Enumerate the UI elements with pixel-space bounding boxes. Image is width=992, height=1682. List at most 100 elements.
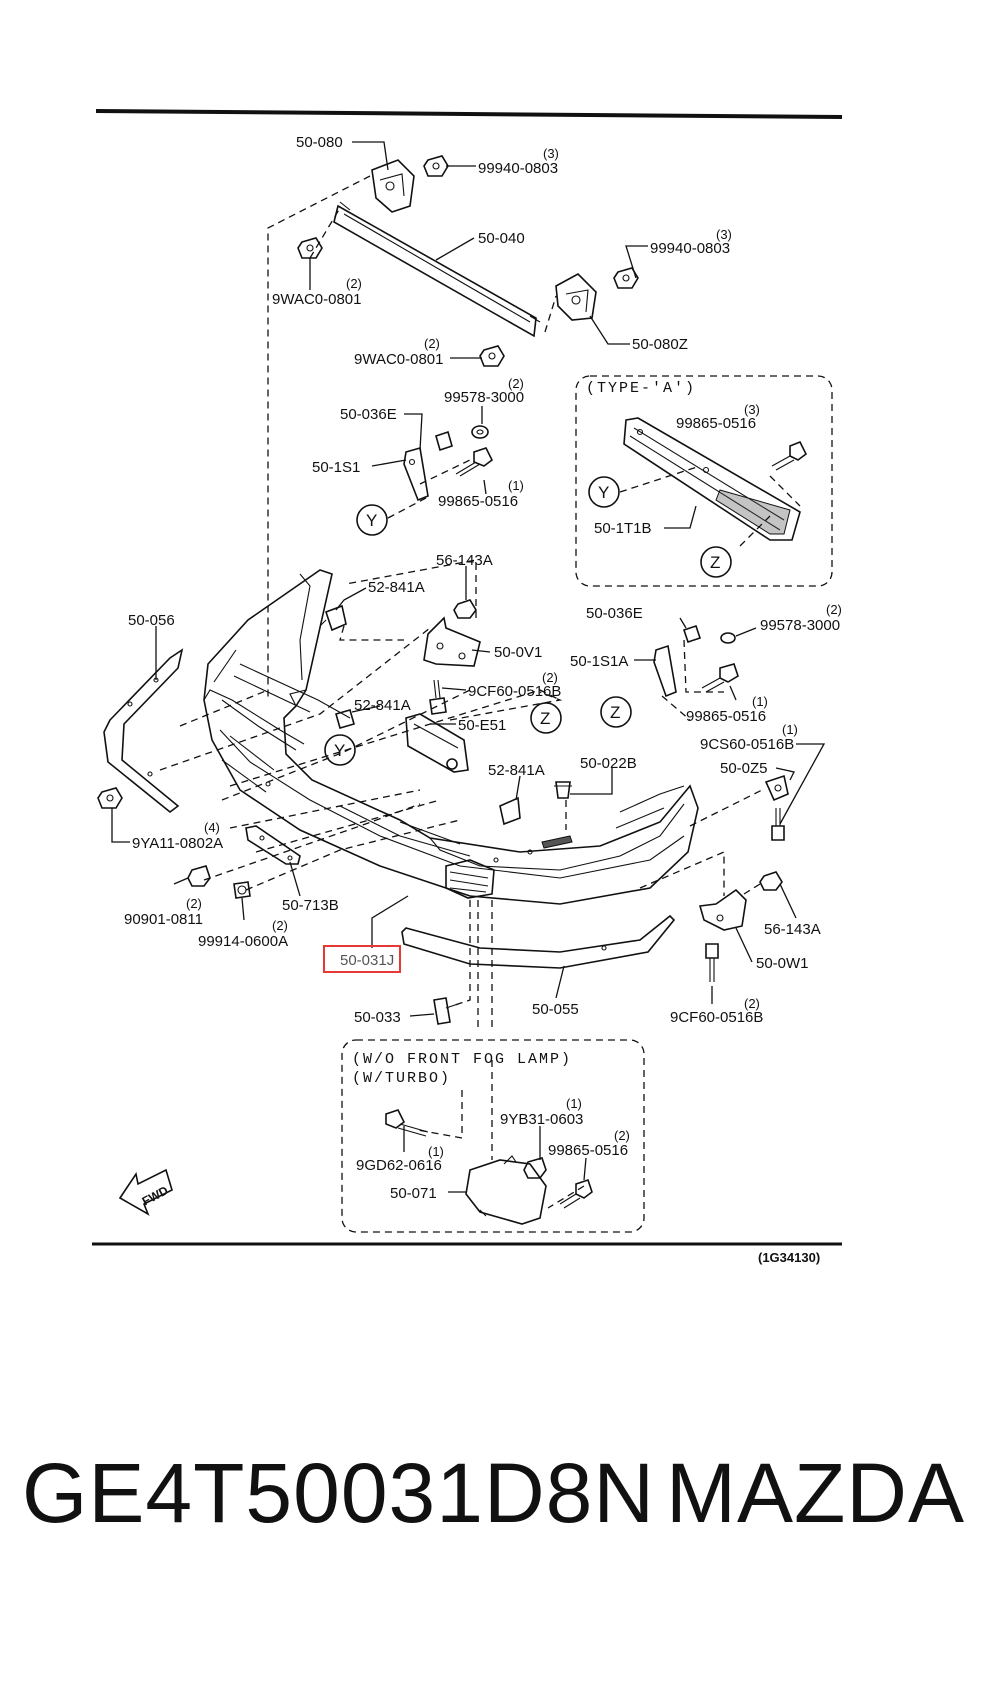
callout-qty: (1) bbox=[508, 478, 524, 493]
callout-50-055: 50-055 bbox=[532, 1001, 579, 1018]
washer-right bbox=[720, 632, 736, 644]
callout-50-1t1b: 50-1T1B bbox=[594, 520, 652, 537]
callout-qty: (2) bbox=[346, 276, 362, 291]
bracket-50-0v1 bbox=[423, 616, 481, 667]
clip-52-841a-top bbox=[319, 604, 347, 632]
clip-52-841a-low bbox=[499, 796, 521, 826]
bracket-left bbox=[371, 159, 415, 213]
screw-left bbox=[455, 447, 494, 477]
dash-guide-left bbox=[267, 175, 371, 700]
dash-guide bbox=[449, 691, 563, 721]
part-number: GE4T50031D8N bbox=[22, 1446, 656, 1540]
exploded-parts-diagram: (1G34130) 50 bbox=[92, 109, 843, 1265]
leader bbox=[111, 808, 130, 843]
callout-qty: (2) bbox=[744, 996, 760, 1011]
type-a-box bbox=[575, 375, 833, 587]
clip-50-0z5 bbox=[764, 774, 789, 802]
leader bbox=[583, 1157, 587, 1181]
callout-qty: (1) bbox=[428, 1144, 444, 1159]
callout-50-080: 50-080 bbox=[296, 134, 343, 151]
highlight-box bbox=[323, 945, 401, 973]
leader bbox=[352, 141, 389, 171]
callout-9yb31-0603: 9YB31-0603 bbox=[500, 1111, 583, 1128]
reinforcement-bar bbox=[333, 201, 541, 338]
callout-52-841a: 52-841A bbox=[354, 697, 411, 714]
clip-52-841a-mid bbox=[335, 709, 355, 729]
screw-9cf60-bottom bbox=[705, 943, 719, 982]
callout-50-056: 50-056 bbox=[128, 612, 175, 629]
callout-99865-0516: 99865-0516 bbox=[438, 493, 518, 510]
callout-9cf60-0516b: 9CF60-0516B bbox=[670, 1009, 763, 1026]
callout-qty: (2) bbox=[614, 1128, 630, 1143]
leader bbox=[679, 617, 687, 629]
washer-left bbox=[471, 425, 489, 439]
leader bbox=[729, 685, 737, 701]
ref-circle-y-label: Y bbox=[334, 741, 345, 760]
dash-guide bbox=[619, 465, 701, 493]
dash-guide bbox=[345, 559, 477, 618]
callout-50-071: 50-071 bbox=[390, 1185, 437, 1202]
screw-right bbox=[701, 663, 739, 693]
callout-qty: (4) bbox=[204, 820, 220, 835]
leader bbox=[570, 768, 613, 795]
screw-9cs60 bbox=[771, 808, 785, 841]
fog-cover-50-071 bbox=[465, 1155, 547, 1225]
nut-top bbox=[423, 155, 449, 177]
callout-9ya11-0802a: 9YA11-0802A bbox=[132, 835, 223, 852]
fog-box-title-line2: (W/TURBO) bbox=[352, 1070, 451, 1087]
callout-9gd62-0616: 9GD62-0616 bbox=[356, 1157, 442, 1174]
dash-guide bbox=[255, 799, 441, 853]
ref-circle-y-label: Y bbox=[598, 483, 609, 502]
ref-circle-z bbox=[700, 546, 732, 578]
callout-qty: (1) bbox=[752, 694, 768, 709]
leader bbox=[515, 775, 521, 801]
dash-guide bbox=[229, 689, 561, 787]
leader bbox=[351, 705, 381, 713]
leader bbox=[589, 315, 630, 345]
bracket-50-0w1 bbox=[698, 888, 747, 931]
dash-guide bbox=[743, 883, 761, 895]
callout-52-841a: 52-841A bbox=[488, 762, 545, 779]
leader bbox=[371, 895, 409, 948]
callout-50-031j: 50-031J bbox=[340, 952, 394, 969]
dash-guide bbox=[547, 1185, 585, 1209]
fwd-label: FWD bbox=[140, 1183, 171, 1208]
dash-guide bbox=[229, 789, 421, 829]
callout-50-040: 50-040 bbox=[478, 230, 525, 247]
dash-guide bbox=[639, 851, 725, 896]
leader bbox=[335, 587, 367, 611]
callout-9wac0-0801: 9WAC0-0801 bbox=[354, 351, 444, 368]
leader bbox=[779, 743, 826, 825]
ref-circle-z bbox=[600, 696, 632, 728]
dash-guide bbox=[159, 627, 431, 771]
dash-guide bbox=[451, 900, 471, 1007]
callout-50-022b: 50-022B bbox=[580, 755, 637, 772]
callout-qty: (3) bbox=[716, 227, 732, 242]
callout-9cf60-0516b: 9CF60-0516B bbox=[468, 683, 561, 700]
leader bbox=[173, 877, 189, 885]
dash-guide bbox=[419, 459, 471, 485]
leader bbox=[625, 245, 648, 279]
ref-circle-z-label: Z bbox=[540, 709, 550, 728]
callout-90901-0811: 90901-0811 bbox=[124, 911, 203, 928]
side-bracket-right bbox=[653, 644, 677, 698]
leader bbox=[775, 767, 795, 781]
side-bracket-left bbox=[403, 446, 429, 502]
type-a-title: (TYPE-'A') bbox=[586, 380, 696, 397]
callout-qty: (3) bbox=[744, 402, 760, 417]
ref-circle-y bbox=[356, 504, 388, 536]
clip-50-033 bbox=[433, 997, 459, 1025]
fwd-arrow-icon: FWD bbox=[118, 1168, 173, 1216]
dash-guide bbox=[339, 625, 404, 641]
leader bbox=[441, 687, 467, 691]
leader bbox=[555, 965, 565, 999]
nut-mid bbox=[479, 345, 505, 367]
callout-qty: (3) bbox=[543, 146, 559, 161]
grille-type-a bbox=[623, 417, 801, 541]
leader bbox=[241, 897, 245, 921]
dash-guide bbox=[769, 475, 801, 507]
clip-50-036e-right bbox=[682, 624, 702, 644]
nut-right-top bbox=[613, 267, 639, 289]
callout-50-0w1: 50-0W1 bbox=[756, 955, 809, 972]
leader bbox=[735, 627, 757, 637]
